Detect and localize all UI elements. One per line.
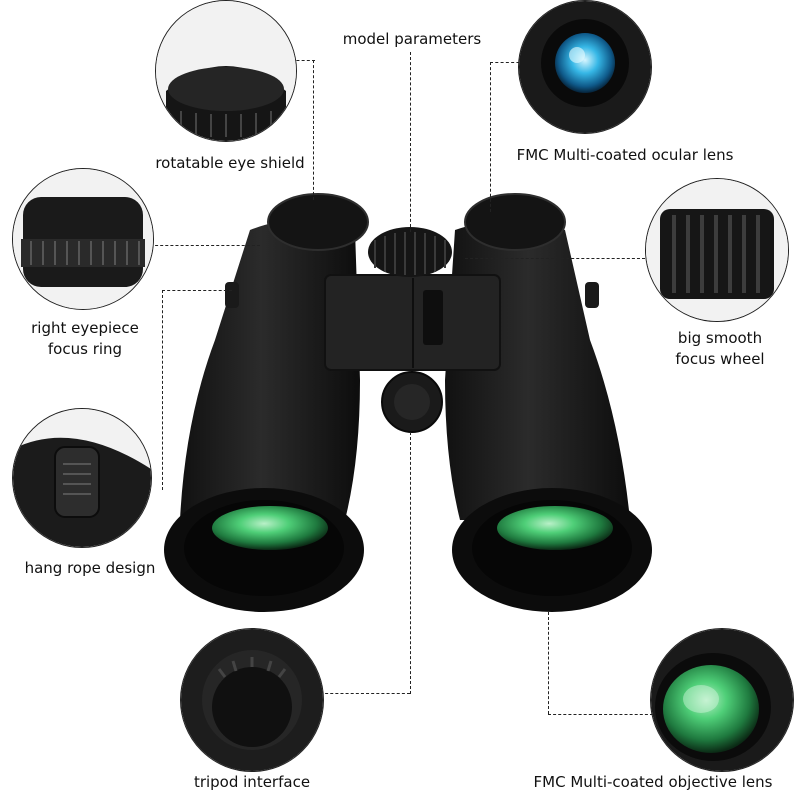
label-model-parameters: model parameters [342, 30, 482, 48]
leader-eye-shield-v [313, 60, 314, 200]
leader-tripod-v [410, 432, 411, 694]
label-right-eyepiece: right eyepiece focus ring [10, 318, 160, 360]
label-right-eyepiece-line2: focus ring [47, 340, 123, 358]
leader-hang-v [162, 290, 163, 490]
tripod-detail [180, 628, 324, 772]
leader-hang-h [162, 290, 232, 291]
label-fmc-objective: FMC Multi-coated objective lens [533, 773, 773, 791]
label-big-wheel: big smooth focus wheel [650, 328, 790, 370]
label-fmc-ocular: FMC Multi-coated ocular lens [516, 146, 734, 164]
objective-lens-detail [650, 628, 794, 772]
leader-ocular-h [490, 62, 530, 63]
label-right-eyepiece-line1: right eyepiece [31, 319, 139, 337]
leader-tripod-h [320, 693, 410, 694]
label-big-wheel-line1: big smooth [677, 329, 763, 347]
hang-rope-detail [12, 408, 152, 548]
eyepiece-ring-detail [12, 168, 154, 310]
leader-eyepiece [150, 245, 260, 246]
leader-model-parameters [410, 52, 411, 232]
eye-shield-detail [155, 0, 297, 142]
label-tripod: tripod interface [193, 773, 311, 791]
ocular-lens-detail [518, 0, 652, 134]
leader-focus-wheel [465, 258, 645, 259]
leader-objective-v [548, 612, 549, 714]
label-rotatable-eye-shield: rotatable eye shield [155, 154, 305, 172]
leader-objective-h [548, 714, 653, 715]
label-big-wheel-line2: focus wheel [675, 350, 765, 368]
label-hang-rope: hang rope design [24, 559, 156, 577]
leader-ocular-v [490, 62, 491, 212]
focus-wheel-detail [645, 178, 789, 322]
